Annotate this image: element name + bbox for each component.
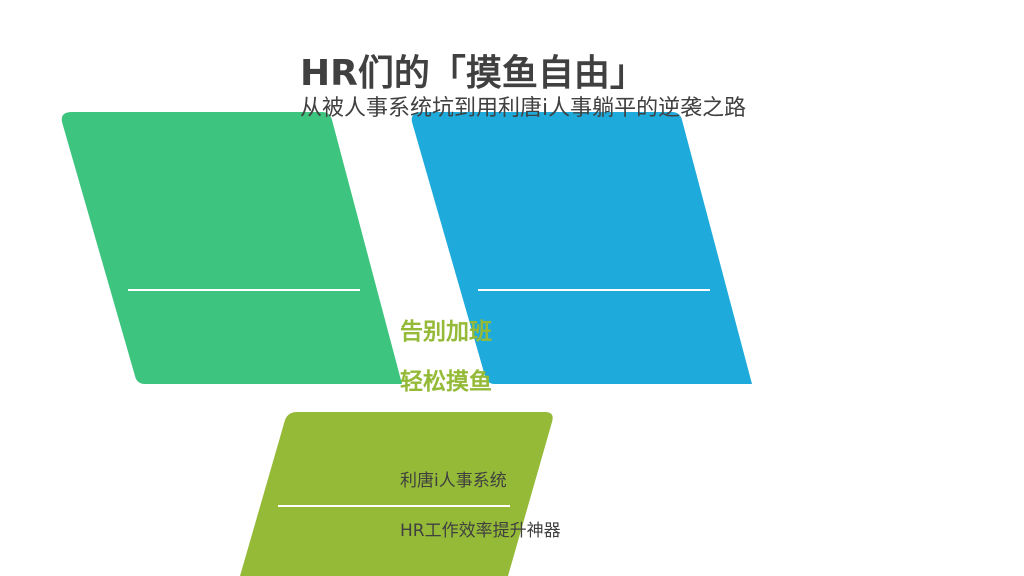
highlight-line-1: 告别加班 <box>400 319 492 345</box>
slide-subtitle: 从被人事系统坑到用利唐i人事躺平的逆袭之路 <box>300 96 747 121</box>
green-parallelogram <box>61 112 402 384</box>
highlight-line-2: 轻松摸鱼 <box>400 369 492 395</box>
product-name: 利唐i人事系统 <box>400 471 507 491</box>
olive-parallelogram <box>240 412 553 576</box>
blue-parallelogram <box>411 112 752 384</box>
slide-title: HR们的「摸鱼自由」 <box>300 53 646 94</box>
product-tagline: HR工作效率提升神器 <box>400 521 561 541</box>
